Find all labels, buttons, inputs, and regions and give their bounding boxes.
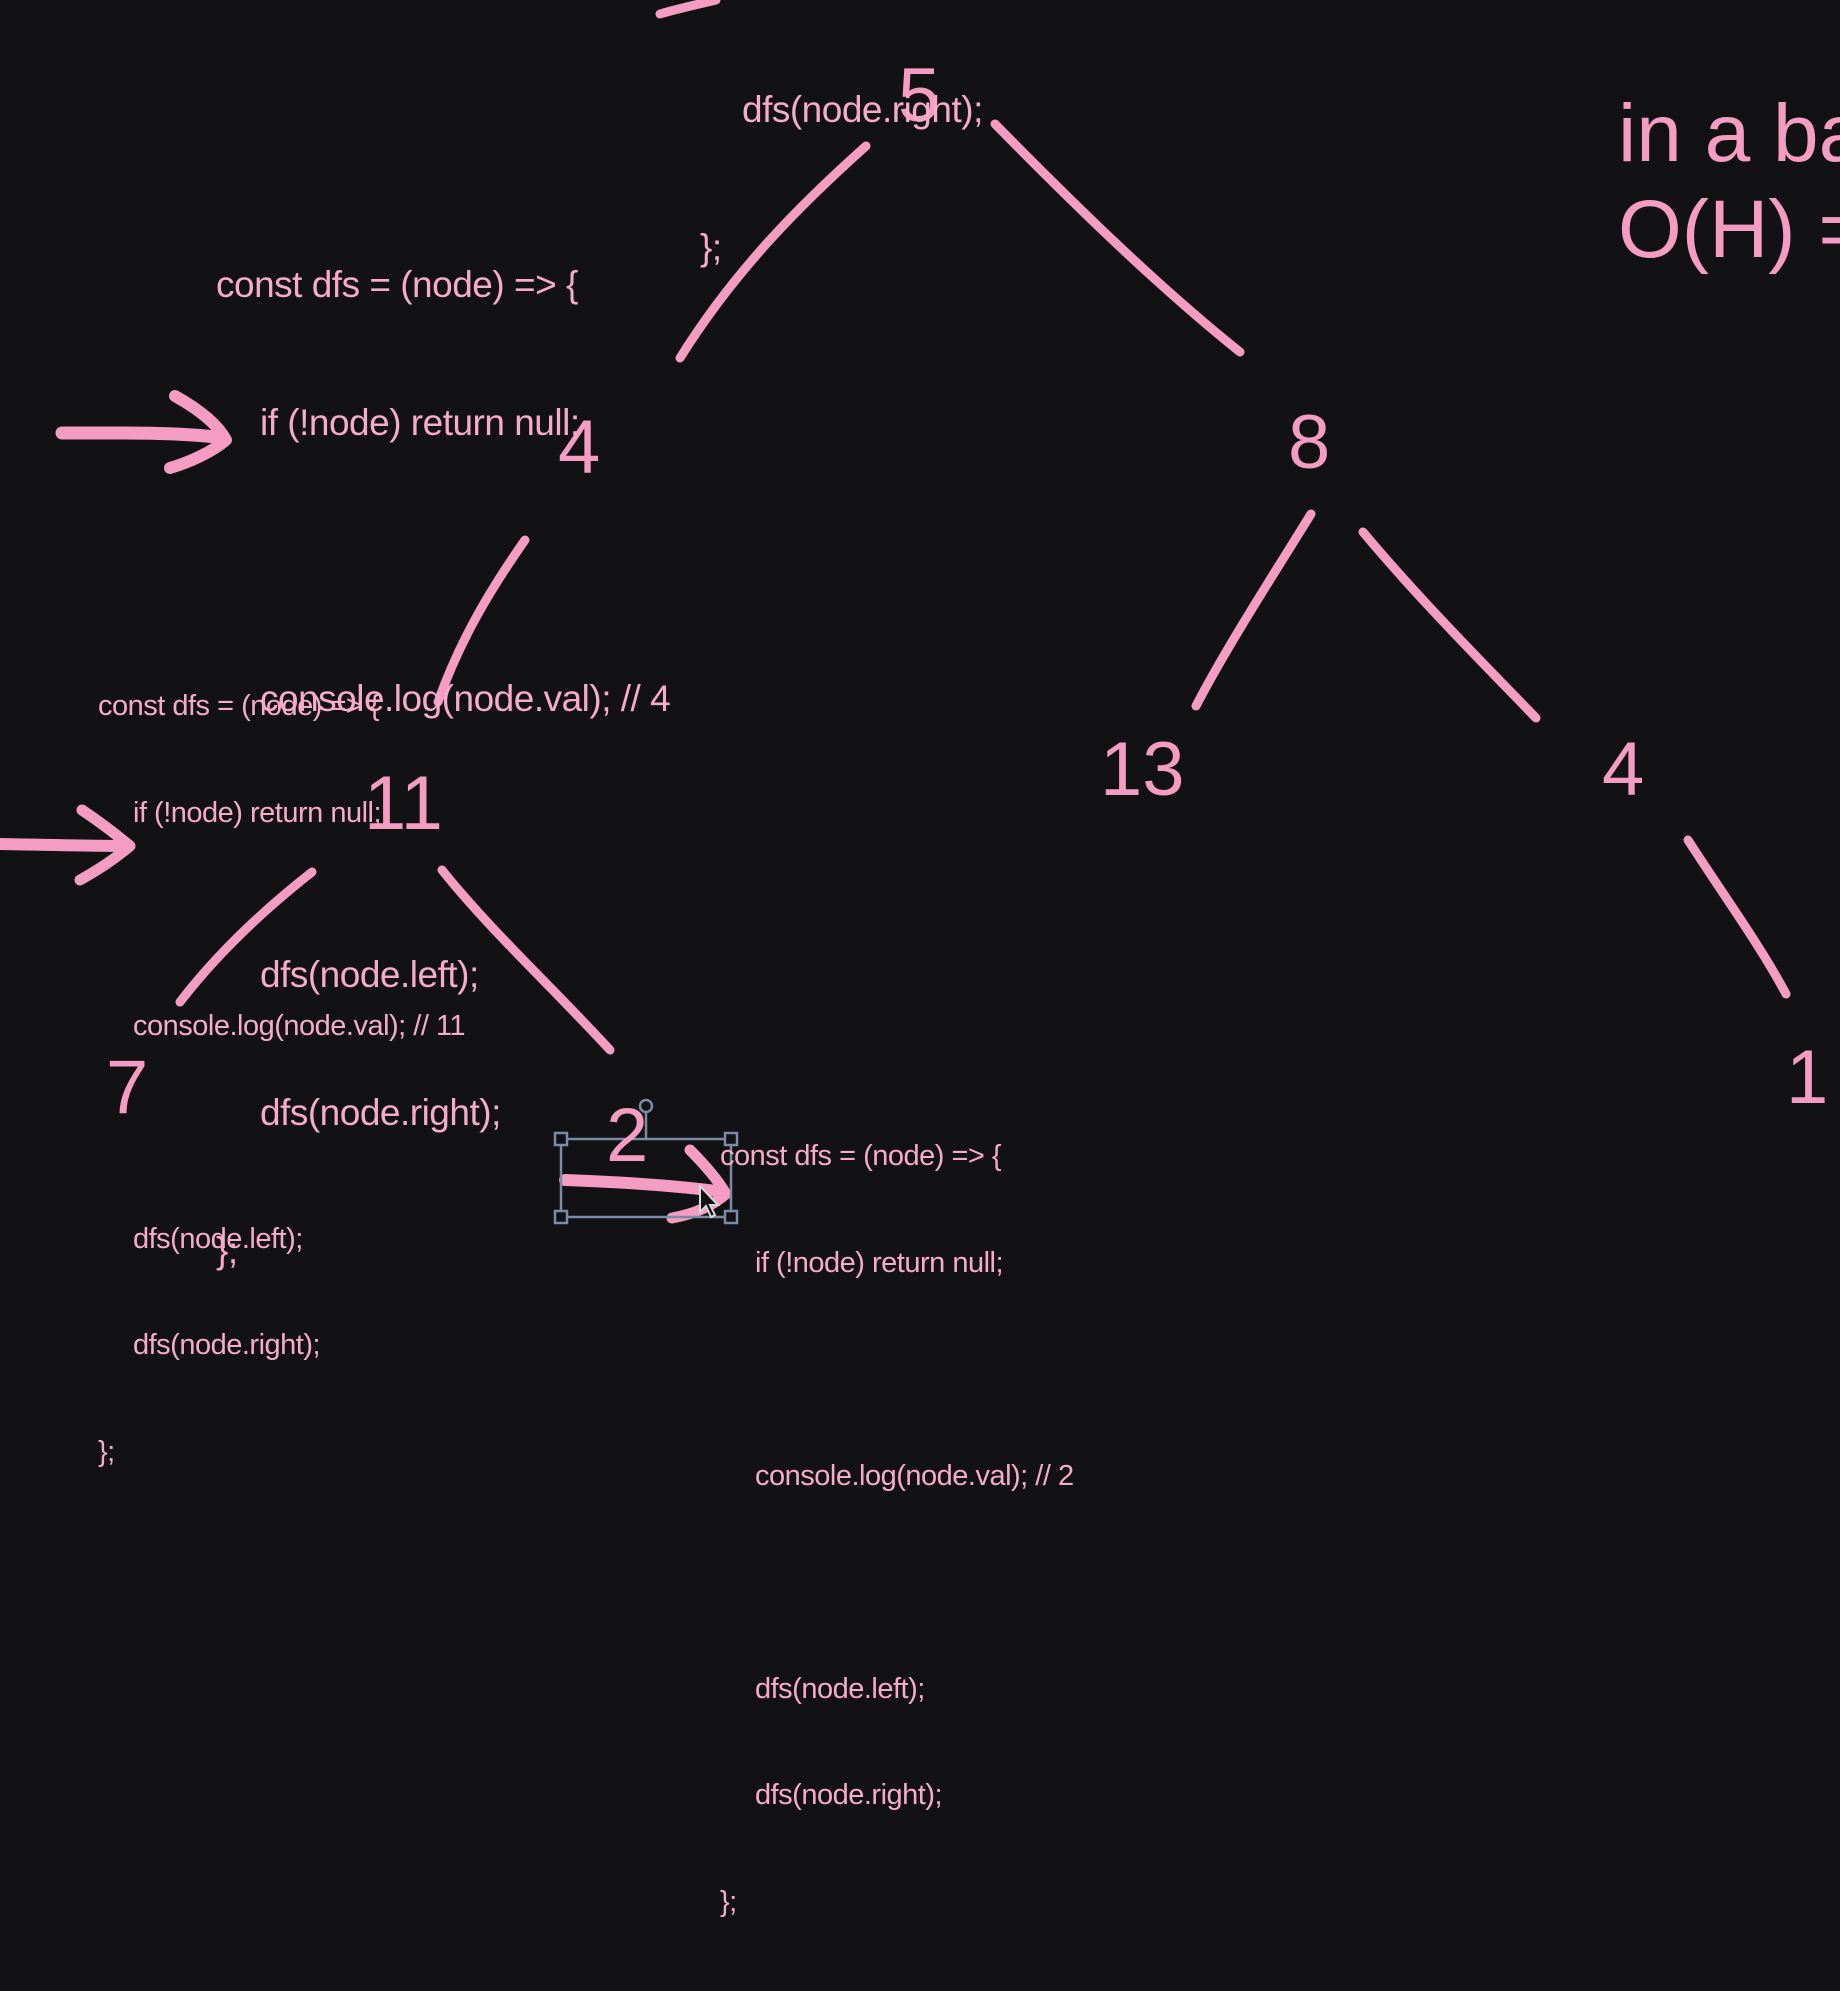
arrow-top-partial — [655, 0, 721, 19]
arrow-node4-head — [164, 390, 232, 474]
tree-node-ll-left: 7 — [106, 1045, 149, 1130]
code-line: if (!node) return null; — [260, 402, 580, 443]
code-line: console.log(node.val); // 4 — [260, 678, 671, 719]
tree-node-ll-right: 2 — [606, 1093, 649, 1178]
code-line: dfs(node.right); — [742, 89, 983, 130]
selection-box — [553, 1098, 739, 1225]
tree-node-right: 8 — [1288, 400, 1331, 485]
code-line: dfs(node.left); — [755, 1672, 925, 1705]
edge-5-8 — [990, 119, 1245, 357]
tree-node-right-left: 13 — [1100, 727, 1185, 812]
tree-node-right-right: 4 — [1602, 727, 1645, 812]
code-line: const dfs = (node) => { — [720, 1140, 1002, 1172]
tree-node-rr-right: 1 — [1786, 1035, 1829, 1120]
code-block-node-11: const dfs = (node) => { if (!node) retur… — [98, 618, 466, 1541]
tree-node-left: 4 — [558, 405, 601, 490]
arrow-node2-call — [559, 1174, 730, 1198]
code-line: dfs(node.right); — [133, 1329, 321, 1361]
edge-4-1 — [1683, 835, 1791, 999]
code-block-top-fragment: dfs(node.right); }; — [700, 0, 983, 363]
edge-8-4 — [1358, 527, 1541, 723]
arrow-node11-head — [74, 804, 136, 886]
tree-node-root: 5 — [898, 53, 941, 138]
code-block-node-4: const dfs = (node) => { if (!node) retur… — [216, 170, 671, 1366]
mouse-cursor-icon — [699, 1183, 721, 1219]
arrow-node2-head — [666, 1144, 732, 1224]
code-line: }; — [720, 1885, 737, 1918]
arrow-node4-call — [55, 426, 231, 445]
code-line: dfs(node.left); — [133, 1222, 303, 1255]
code-line: dfs(node.left); — [260, 954, 479, 995]
tree-node-left-left: 11 — [364, 761, 443, 846]
code-line: const dfs = (node) => { — [98, 690, 380, 722]
drawing-strokes — [0, 0, 1791, 1225]
code-line: }; — [700, 227, 722, 268]
code-line: }; — [216, 1230, 238, 1271]
code-line: console.log(node.val); // 2 — [755, 1459, 1074, 1492]
code-line: dfs(node.right); — [260, 1092, 501, 1133]
side-note: in a ba O(H) = — [1618, 86, 1840, 278]
code-block-node-2: const dfs = (node) => { if (!node) retur… — [720, 1068, 1074, 1991]
side-note-line: O(H) = — [1618, 184, 1840, 275]
code-line: if (!node) return null; — [133, 796, 382, 829]
code-line: const dfs = (node) => { — [216, 264, 578, 305]
edge-8-13 — [1191, 509, 1316, 711]
code-line: }; — [98, 1435, 115, 1468]
code-line: console.log(node.val); // 11 — [133, 1009, 466, 1042]
edge-11-2 — [437, 865, 615, 1055]
whiteboard-canvas[interactable]: 5 4 8 11 13 4 7 2 1 dfs(node.right); }; … — [0, 0, 1840, 1918]
edge-11-7 — [175, 867, 317, 1007]
edge-5-4 — [675, 141, 871, 363]
edge-4-11 — [433, 535, 530, 707]
side-note-line: in a ba — [1618, 88, 1840, 179]
code-line: dfs(node.right); — [755, 1779, 943, 1811]
code-line: if (!node) return null; — [755, 1246, 1004, 1279]
arrow-node11-call — [0, 838, 134, 852]
